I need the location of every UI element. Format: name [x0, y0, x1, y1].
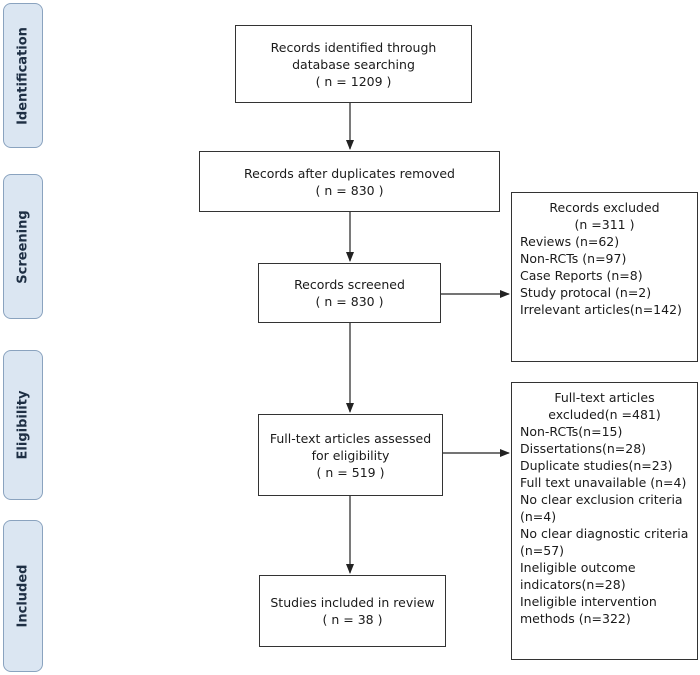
stage-screening: Screening: [3, 174, 43, 319]
box-fulltext-assessed: Full-text articles assessed for eligibil…: [258, 414, 443, 496]
deduplicated-line-2: ( n = 830 ): [315, 182, 384, 198]
fulltext-excluded-item: Duplicate studies(n=23): [520, 458, 673, 473]
fulltext-excluded-item: No clear diagnostic criteria (n=57): [520, 526, 689, 558]
assessed-line-2: for eligibility: [311, 447, 390, 463]
excluded-item: Study protocal (n=2): [520, 285, 652, 300]
fulltext-excluded-item: No clear exclusion criteria (n=4): [520, 492, 683, 524]
fulltext-excluded-header-1: Full-text articles: [554, 390, 655, 405]
fulltext-excluded-item: Ineligible intervention methods (n=322): [520, 594, 657, 626]
box-records-screened: Records screened ( n = 830 ): [258, 263, 441, 323]
excluded-item: Irrelevant articles(n=142): [520, 302, 682, 317]
assessed-line-1: Full-text articles assessed: [269, 430, 432, 446]
box-fulltext-excluded: Full-text articles excluded(n =481) Non-…: [511, 382, 698, 660]
fulltext-excluded-item: Dissertations(n=28): [520, 441, 647, 456]
excluded-item: Case Reports (n=8): [520, 268, 643, 283]
box-studies-included: Studies included in review ( n = 38 ): [259, 575, 446, 647]
stage-included: Included: [3, 520, 43, 672]
assessed-line-3: ( n = 519 ): [316, 464, 385, 480]
fulltext-excluded-item: Non-RCTs(n=15): [520, 424, 623, 439]
fulltext-excluded-item: Ineligible outcome indicators(n=28): [520, 560, 636, 592]
identified-line-1: Records identified through: [270, 39, 437, 55]
box-records-excluded: Records excluded (n =311 ) Reviews (n=62…: [511, 192, 698, 362]
excluded-header-1: Records excluded: [549, 200, 660, 215]
stage-identification: Identification: [3, 3, 43, 148]
included-line-1: Studies included in review: [270, 595, 435, 610]
screened-line-1: Records screened: [294, 277, 405, 292]
excluded-header-2: (n =311 ): [574, 217, 635, 232]
stage-eligibility: Eligibility: [3, 350, 43, 500]
fulltext-excluded-item: Full text unavailable (n=4): [520, 475, 687, 490]
identified-line-2: database searching: [292, 56, 415, 72]
screened-line-2: ( n = 830 ): [315, 294, 384, 309]
fulltext-excluded-header-2: excluded(n =481): [548, 407, 661, 422]
deduplicated-line-1: Records after duplicates removed: [244, 165, 455, 181]
box-records-identified: Records identified through database sear…: [235, 25, 472, 103]
box-records-deduplicated: Records after duplicates removed ( n = 8…: [199, 151, 500, 212]
excluded-item: Non-RCTs (n=97): [520, 251, 627, 266]
excluded-item: Reviews (n=62): [520, 234, 620, 249]
included-line-2: ( n = 38 ): [322, 612, 383, 627]
identified-line-3: ( n = 1209 ): [315, 73, 392, 89]
